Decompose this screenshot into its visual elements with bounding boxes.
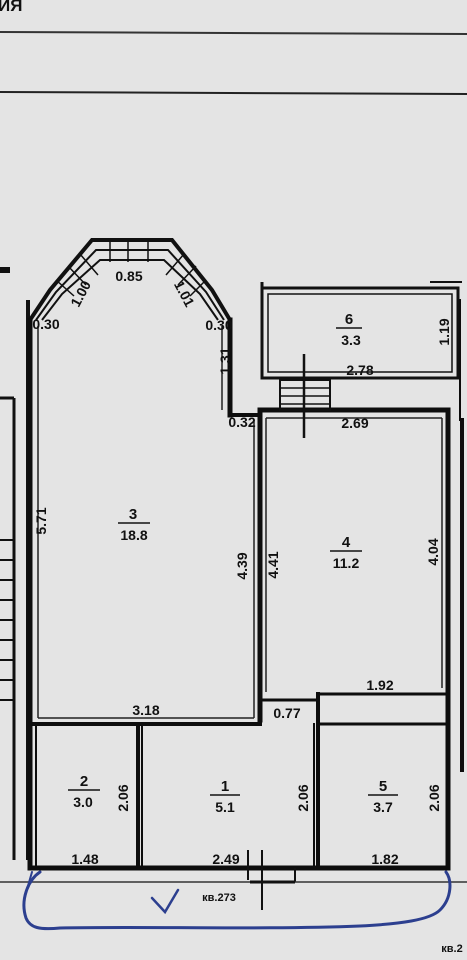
room-6-label: 6 3.3	[336, 311, 362, 348]
room-5-area: 3.7	[373, 799, 393, 815]
walls	[27, 299, 464, 871]
balcony-door	[279, 354, 331, 438]
dim-bay-right-diag: 1.01	[171, 278, 198, 310]
dim-room2-height: 2.06	[115, 784, 131, 811]
dim-room2-width: 1.48	[71, 851, 98, 867]
bay-window	[28, 238, 232, 322]
room-labels: 3 18.8 4 11.2 6 3.3 2 3.0 1 5.1 5 3.7	[68, 311, 398, 815]
room-3-label: 3 18.8	[118, 506, 150, 543]
inner-wall-lines	[37, 326, 443, 719]
dim-bay-left-return: 0.30	[32, 316, 59, 332]
entry-door	[247, 850, 296, 910]
dim-bay-top: 0.85	[115, 268, 142, 284]
corner-fragment: кв.2	[441, 943, 462, 955]
pen-markup	[22, 870, 452, 931]
dim-bay-left-diag: 1.00	[67, 278, 94, 310]
dim-room5-width: 1.82	[371, 851, 398, 867]
room-6-area: 3.3	[341, 332, 361, 348]
dim-room4-notch: 1.92	[366, 677, 393, 693]
dim-balcony-bottom: 2.78	[346, 362, 373, 378]
room-3-area: 18.8	[120, 527, 147, 543]
apartment-label: кв.273	[202, 892, 236, 904]
neighbour-stair	[0, 267, 30, 860]
dim-bay-right-side: 1.31	[217, 347, 233, 374]
room-3-number: 3	[129, 506, 137, 523]
dim-room4-left-side: 4.41	[265, 551, 281, 578]
dim-room3-left-side: 5.71	[33, 507, 49, 534]
balcony	[260, 281, 462, 380]
room-1-label: 1 5.1	[210, 778, 240, 815]
room-2-label: 2 3.0	[68, 773, 100, 810]
room-5-label: 5 3.7	[368, 778, 398, 815]
room-1-number: 1	[221, 778, 229, 795]
dim-room4-step: 0.77	[273, 705, 300, 721]
room-5-number: 5	[379, 778, 387, 795]
dim-balcony-side: 1.19	[436, 318, 452, 345]
room-2-number: 2	[80, 773, 88, 790]
dim-room1-height: 2.06	[295, 784, 311, 811]
dim-room5-height: 2.06	[426, 784, 442, 811]
dim-room3-bottom: 3.18	[132, 702, 159, 718]
room-4-label: 4 11.2	[330, 534, 362, 571]
header-title: ИЯ	[0, 0, 22, 15]
dim-room3-right-side: 4.39	[234, 552, 250, 579]
dim-bay-right-return: 0.30	[205, 317, 232, 333]
room-2-area: 3.0	[73, 794, 93, 810]
dim-room1-width: 2.49	[212, 851, 239, 867]
dimension-labels: 0.85 1.00 1.01 0.30 0.30 1.31 5.71 4.39 …	[32, 268, 452, 867]
dim-room4-top: 2.69	[341, 415, 368, 431]
dim-room3-corner: 0.32	[228, 414, 255, 430]
header-line-1	[0, 31, 467, 35]
room-4-area: 11.2	[333, 555, 360, 571]
header-line-2	[0, 91, 467, 95]
dim-room4-right-side: 4.04	[425, 538, 441, 565]
room-6-number: 6	[345, 311, 353, 328]
room-1-area: 5.1	[215, 799, 235, 815]
room-4-number: 4	[342, 534, 351, 551]
